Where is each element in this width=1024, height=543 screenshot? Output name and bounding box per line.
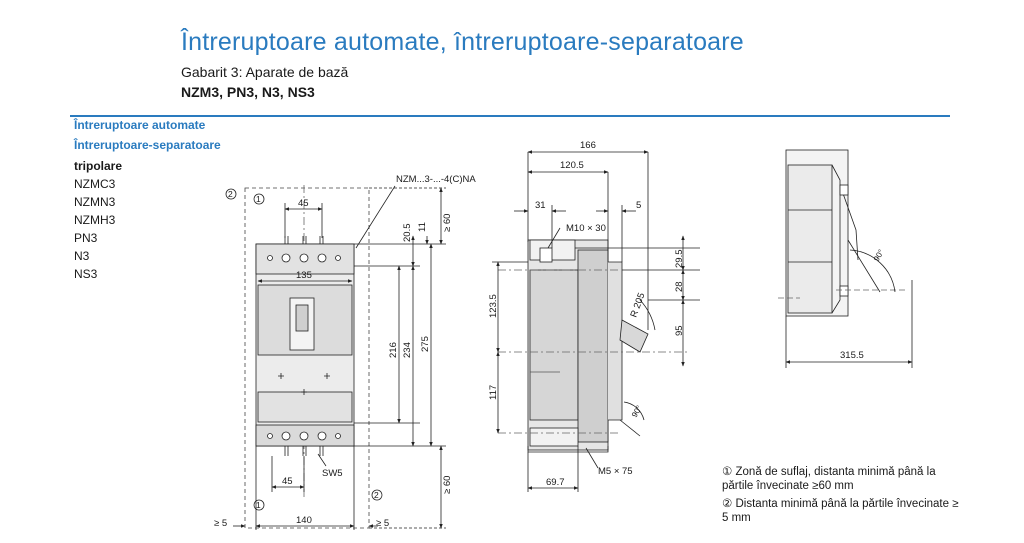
dim-bottom-45: 45 bbox=[282, 476, 293, 487]
front-view bbox=[225, 185, 446, 530]
marker-1-bottom: 1 bbox=[256, 500, 261, 510]
dim-275: 275 bbox=[420, 336, 431, 352]
dim-216: 216 bbox=[388, 342, 399, 358]
dim-140: 140 bbox=[296, 515, 312, 526]
label-m5: M5 × 75 bbox=[598, 466, 633, 477]
marker-1-top: 1 bbox=[256, 194, 261, 204]
sidebar-category-switch-disconnectors: Întreruptoare-separatoare bbox=[74, 138, 221, 152]
dim-234: 234 bbox=[402, 342, 413, 358]
dim-20-5: 20.5 bbox=[402, 224, 413, 243]
dim-28: 28 bbox=[674, 281, 685, 292]
header-divider bbox=[70, 115, 950, 117]
dim-29-5: 29.5 bbox=[674, 250, 685, 269]
sidebar-item: N3 bbox=[74, 249, 90, 263]
dim-166: 166 bbox=[580, 140, 596, 151]
label-sw5: SW5 bbox=[322, 468, 343, 479]
label-angle-rear: 90° bbox=[872, 248, 886, 263]
side-view bbox=[492, 150, 700, 492]
dim-117: 117 bbox=[488, 385, 499, 400]
sidebar-item: NZMC3 bbox=[74, 177, 116, 191]
dim-5: 5 bbox=[636, 200, 641, 211]
sidebar-item: PN3 bbox=[74, 231, 98, 245]
sidebar-poles: tripolare bbox=[74, 159, 123, 173]
dim-31: 31 bbox=[535, 200, 546, 211]
dim-95: 95 bbox=[674, 325, 685, 336]
sidebar-item: NS3 bbox=[74, 267, 98, 281]
marker-2-bottom: 2 bbox=[374, 490, 379, 500]
dim-11: 11 bbox=[417, 222, 428, 232]
dim-120-5: 120.5 bbox=[560, 160, 584, 171]
dim-315-5: 315.5 bbox=[840, 350, 864, 361]
sidebar-item: NZMN3 bbox=[74, 195, 116, 209]
rear-view bbox=[778, 149, 913, 368]
dim-ge5-left: ≥ 5 bbox=[214, 518, 227, 529]
sidebar-category-circuit-breakers: Întreruptoare automate bbox=[74, 118, 206, 132]
label-m10: M10 × 30 bbox=[566, 223, 606, 234]
footnote-1: ① Zonă de suflaj, distanta minimă până l… bbox=[722, 466, 936, 492]
dim-69-7: 69.7 bbox=[546, 477, 565, 488]
callout-accessory: NZM...3-...-4(C)NA bbox=[396, 174, 476, 185]
dim-ge60-top: ≥ 60 bbox=[442, 214, 453, 232]
sidebar-item: NZMH3 bbox=[74, 213, 116, 227]
dim-ge5-right: ≥ 5 bbox=[376, 518, 389, 529]
model-list-heading: NZM3, PN3, N3, NS3 bbox=[181, 84, 315, 100]
sidebar: Întreruptoare automate Întreruptoare-sep… bbox=[74, 118, 224, 283]
dim-135: 135 bbox=[296, 270, 312, 281]
dim-top-45: 45 bbox=[298, 198, 309, 209]
footnote-2: ② Distanta minimă până la părtile înveci… bbox=[722, 498, 959, 524]
page-title: Întreruptoare automate, întreruptoare-se… bbox=[181, 28, 744, 56]
dim-ge60-bottom: ≥ 60 bbox=[442, 476, 453, 494]
page-subtitle: Gabarit 3: Aparate de bază bbox=[181, 64, 349, 80]
dim-123-5: 123.5 bbox=[488, 294, 499, 318]
label-angle-bottom: 90° bbox=[630, 404, 644, 419]
marker-2-top: 2 bbox=[228, 189, 233, 199]
footnotes: ① Zonă de suflaj, distanta minimă până l… bbox=[722, 465, 962, 529]
